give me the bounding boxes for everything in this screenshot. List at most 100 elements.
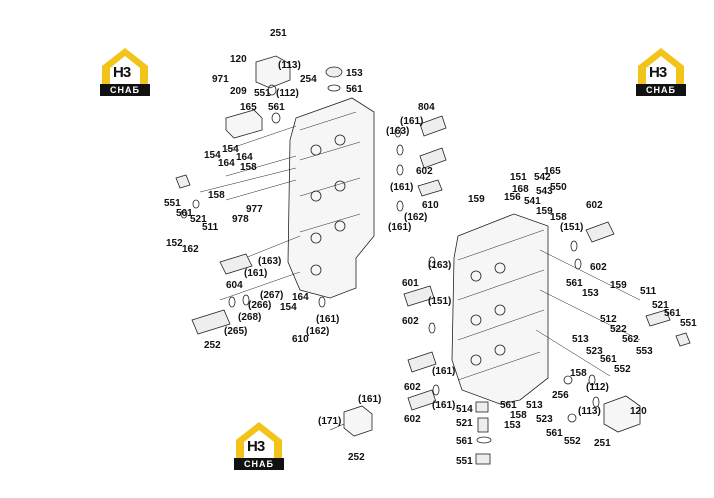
- part-label: 550: [550, 182, 567, 193]
- upper-plate: [225, 109, 263, 139]
- bottom-right-cover: [603, 395, 641, 433]
- part-label: (161): [316, 314, 340, 325]
- top-left-cover: [255, 55, 291, 89]
- right-spool-mid: [645, 309, 671, 327]
- part-label: 159: [468, 194, 485, 205]
- part-label: (112): [586, 382, 609, 393]
- right-spool-top: [585, 221, 615, 243]
- left-spool-2: [191, 309, 231, 335]
- part-label: 521: [456, 418, 473, 429]
- part-label: 978: [232, 214, 249, 225]
- part-label: 158: [510, 410, 527, 421]
- part-label: 561: [566, 278, 583, 289]
- part-label: 511: [640, 286, 657, 297]
- part-label: 120: [230, 54, 247, 65]
- part-label: 551: [254, 88, 271, 99]
- part-label: 120: [630, 406, 647, 417]
- part-label: 165: [240, 102, 257, 113]
- left-plug: [175, 174, 191, 189]
- stack-part-1: [475, 401, 489, 413]
- right-left-spool-3: [407, 389, 437, 411]
- stack-ring: [476, 436, 492, 444]
- bottom-left-cover: [343, 405, 373, 437]
- part-label: 561: [664, 308, 681, 319]
- part-label: (266): [248, 300, 272, 311]
- part-label: 543: [536, 186, 553, 197]
- part-label: 153: [504, 420, 521, 431]
- part-label: 154: [280, 302, 297, 313]
- part-label: 513: [526, 400, 543, 411]
- part-label: 159: [536, 206, 553, 217]
- top-right-plug-3: [417, 179, 443, 197]
- part-label: 254: [300, 74, 317, 85]
- part-label: (265): [224, 326, 248, 337]
- part-label: 256: [552, 390, 569, 401]
- part-label: 154: [204, 150, 221, 161]
- part-label: 158: [550, 212, 567, 223]
- part-label: 551: [456, 456, 473, 467]
- part-label: 602: [586, 200, 603, 211]
- part-label: 604: [226, 280, 243, 291]
- part-label: (161): [432, 366, 456, 377]
- part-label: 514: [456, 404, 473, 415]
- part-label: 209: [230, 86, 247, 97]
- right-left-spool-2: [407, 351, 437, 373]
- part-label: (161): [244, 268, 268, 279]
- logo-tag: СНАБ: [100, 84, 150, 96]
- part-label: 551: [164, 198, 181, 209]
- part-label: 252: [204, 340, 221, 351]
- part-label: 151: [510, 172, 527, 183]
- part-label: 153: [346, 68, 363, 79]
- part-label: 541: [524, 196, 541, 207]
- left-spool-1: [219, 253, 253, 275]
- part-label: 542: [534, 172, 551, 183]
- part-label: 165: [544, 166, 561, 177]
- o-rings: [180, 84, 600, 423]
- part-label: 513: [572, 334, 589, 345]
- part-label: (267): [260, 290, 284, 301]
- part-label: 523: [536, 414, 553, 425]
- part-label: (161): [388, 222, 412, 233]
- top-cap: [325, 66, 343, 78]
- part-label: 561: [546, 428, 563, 439]
- part-label: (113): [578, 406, 601, 417]
- stack-part-2: [477, 417, 489, 433]
- part-label: 561: [456, 436, 473, 447]
- part-label: 602: [404, 414, 421, 425]
- part-label: 168: [512, 184, 529, 195]
- part-label: 156: [504, 192, 521, 203]
- right-left-spool-1: [403, 285, 435, 307]
- part-label: 522: [610, 324, 627, 335]
- part-label: 610: [422, 200, 439, 211]
- right-valve-body: [451, 213, 549, 405]
- part-label: 152: [166, 238, 183, 249]
- logo-tag: СНАБ: [636, 84, 686, 96]
- part-label: 553: [636, 346, 653, 357]
- part-label: (268): [238, 312, 262, 323]
- part-label: 164: [218, 158, 235, 169]
- top-right-plug-2: [419, 147, 447, 169]
- logo-mark: H3: [649, 64, 667, 81]
- part-label: (161): [390, 182, 414, 193]
- part-label: 804: [418, 102, 435, 113]
- h3-logo-top-left: H3 СНАБ: [98, 44, 152, 98]
- part-label: 977: [246, 204, 263, 215]
- h3-logo-top-right: H3 СНАБ: [634, 44, 688, 98]
- part-label: 551: [680, 318, 697, 329]
- part-label: 164: [292, 292, 309, 303]
- part-label: (151): [560, 222, 584, 233]
- part-label: 162: [182, 244, 199, 255]
- part-label: 158: [208, 190, 225, 201]
- part-label: (163): [428, 260, 452, 271]
- part-label: 251: [270, 28, 287, 39]
- logo-mark: H3: [247, 438, 265, 455]
- part-label: 154: [222, 144, 239, 155]
- logo-mark: H3: [113, 64, 131, 81]
- part-label: 552: [564, 436, 581, 447]
- part-label: 602: [402, 316, 419, 327]
- part-label: 610: [292, 334, 309, 345]
- part-label: (161): [432, 400, 456, 411]
- part-label: (162): [306, 326, 330, 337]
- part-label: (113): [278, 60, 301, 71]
